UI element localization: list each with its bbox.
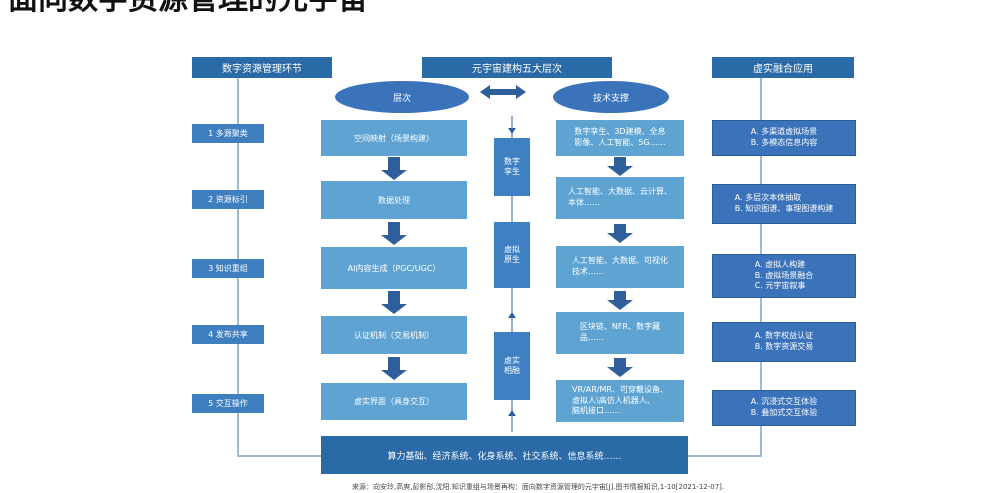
application-box-5: A. 沉浸式交互体验 B. 叠加式交互体验	[712, 390, 856, 426]
citation: 来源：向安玲,高爽,彭影彤,沈阳.知识重组与场景再构：面向数字资源管理的元宇宙[…	[352, 483, 725, 491]
ellipse-layers: 层次	[335, 81, 469, 113]
application-line: A. 数字权益认证	[754, 331, 814, 341]
application-line: B. 知识图谱、事理图谱构建	[734, 204, 834, 213]
application-line: B. 多模态信息内容	[750, 138, 818, 147]
application-line: A. 沉浸式交互体验	[750, 397, 818, 407]
application-box-2: A. 多层次本体抽取 B. 知识图谱、事理图谱构建	[712, 184, 856, 224]
left-bottom-connector	[237, 455, 323, 457]
application-line: B. 叠加式交互体验	[750, 408, 818, 417]
application-line: B. 虚拟场景融合	[754, 270, 814, 280]
tech-arrow-down-icon	[607, 358, 633, 377]
tech-arrow-down-icon	[607, 291, 633, 310]
application-line: B. 数字资源交易	[754, 342, 814, 351]
page-title: 面向数字资源管理的元宇宙	[8, 0, 768, 20]
tech-box-2: 人工智能、大数据、云计算、 本体……	[556, 177, 684, 219]
application-box-1: A. 多渠道虚拟场景 B. 多模态信息内容	[712, 120, 856, 156]
layer-box-1: 空间映射（场景构建）	[321, 120, 467, 156]
stage-box-1: 1 多源聚类	[192, 124, 264, 143]
application-box-4: A. 数字权益认证 B. 数字资源交易	[712, 322, 856, 362]
double-arrow-icon	[480, 85, 526, 99]
layer-arrow-down-icon	[381, 222, 407, 245]
header-applications: 虚实融合应用	[712, 57, 854, 78]
application-line: A. 多层次本体抽取	[734, 193, 802, 203]
application-line: A. 虚拟人构建	[754, 259, 806, 269]
right-bottom-connector	[688, 455, 762, 457]
stage-box-2: 2 资源标引	[192, 190, 264, 209]
application-box-3: A. 虚拟人构建 B. 虚拟场景融合 C. 元宇宙叙事	[712, 254, 856, 298]
layer-arrow-down-icon	[381, 291, 407, 314]
layer-box-4: 认证机制（交易机制）	[321, 316, 467, 354]
tech-box-3: 人工智能、大数据、可视化 技术……	[556, 246, 684, 288]
tech-box-4: 区块链、NFR、数字藏 品……	[556, 312, 684, 354]
foundation-box: 算力基础、经济系统、化身系统、社交系统、信息系统……	[321, 436, 688, 474]
stage-box-3: 3 知识重组	[192, 259, 264, 278]
header-five-layers: 元宇宙建构五大层次	[422, 57, 612, 78]
tech-arrow-down-icon	[607, 224, 633, 243]
center-label-virtual-native: 虚拟 原生	[494, 222, 530, 288]
ellipse-tech-support: 技术支撑	[553, 81, 669, 113]
stage-box-4: 4 发布共享	[192, 325, 264, 344]
application-line: C. 元宇宙叙事	[754, 281, 806, 291]
layer-box-3: AI内容生成（PGC/UGC）	[321, 247, 467, 289]
tech-box-1: 数字孪生、3D建模、全息 影像、人工智能、5G……	[556, 120, 684, 156]
application-line: A. 多渠道虚拟场景	[750, 127, 818, 137]
tech-arrow-down-icon	[607, 157, 633, 176]
stage-box-5: 5 交互操作	[192, 394, 264, 413]
header-management-stages: 数字资源管理环节	[192, 57, 332, 78]
layer-arrow-down-icon	[381, 357, 407, 380]
layer-box-2: 数据处理	[321, 181, 467, 219]
tech-box-5: VR/AR/MR、可穿戴设备、 虚拟人\高仿人机器人、 脑机接口……	[556, 380, 684, 422]
layer-arrow-down-icon	[381, 157, 407, 180]
layer-box-5: 虚实界面（具身交互）	[321, 383, 467, 420]
center-label-digital-twin: 数字 孪生	[494, 138, 530, 196]
center-label-virtual-real-fusion: 虚实 相融	[494, 332, 530, 400]
